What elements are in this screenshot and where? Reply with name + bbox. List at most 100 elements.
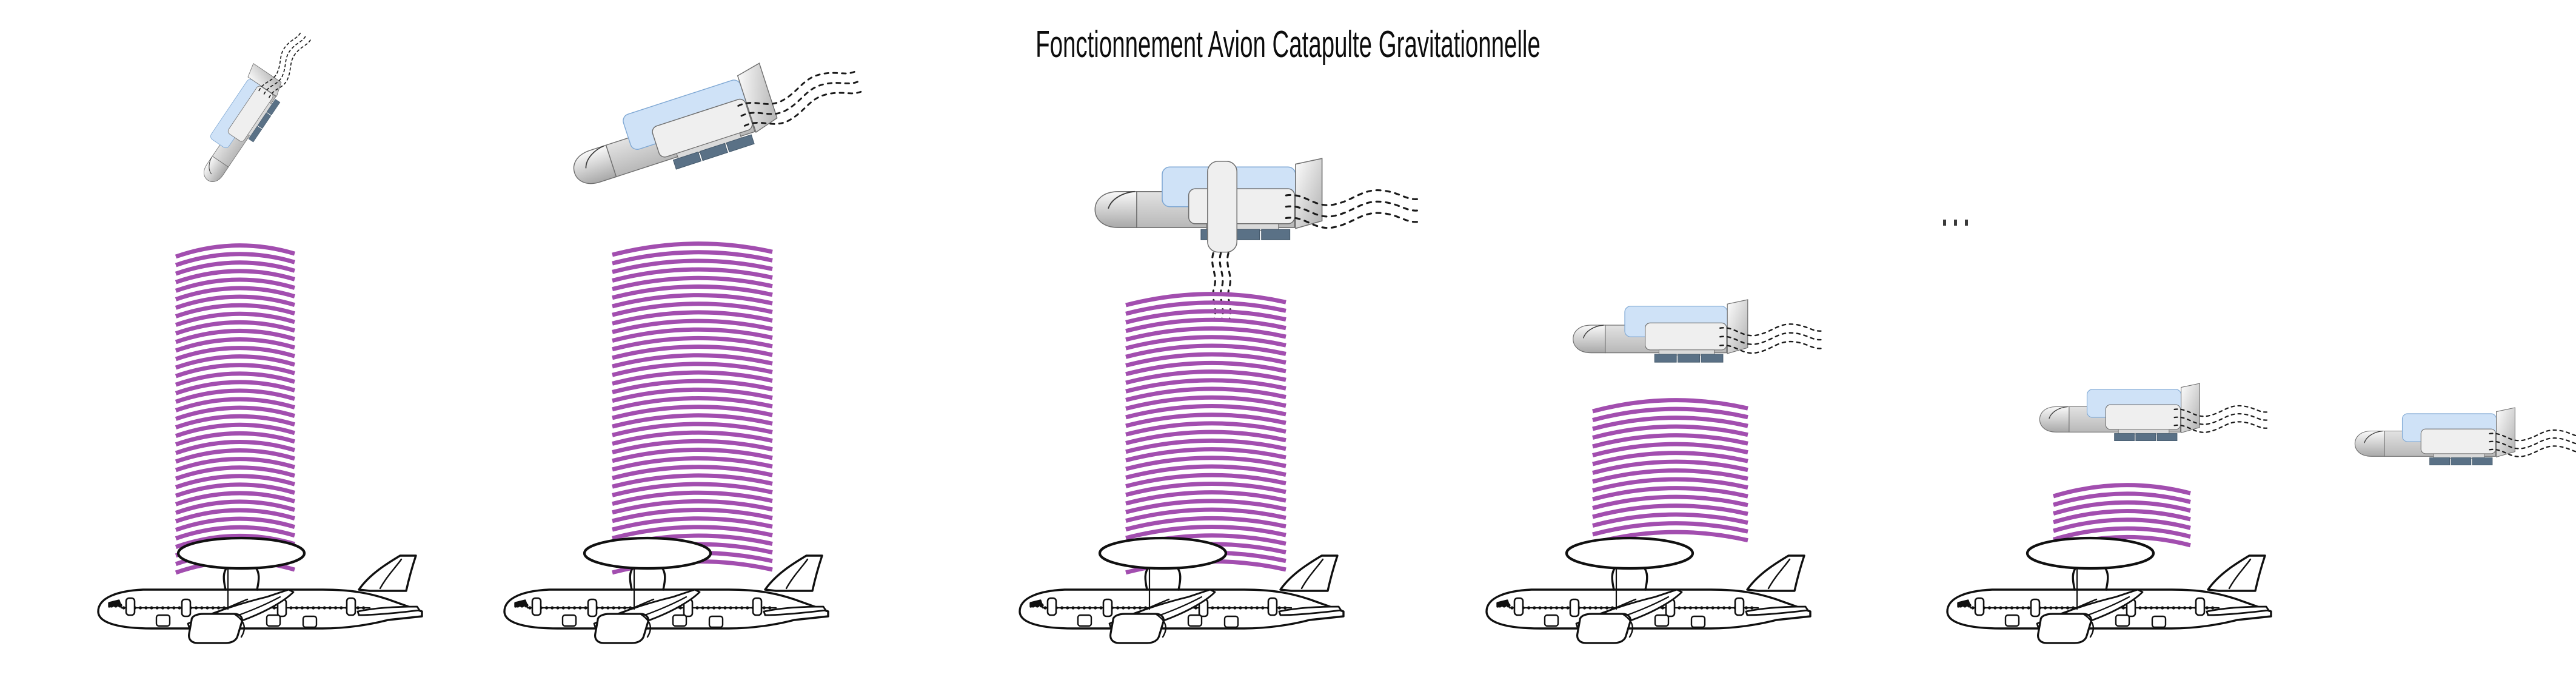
- beam-arc: [612, 473, 773, 489]
- faisceau-gravitationnel-3: [1125, 288, 1287, 575]
- beam-arc: [1125, 386, 1286, 402]
- cabin-window: [2044, 606, 2047, 610]
- beam-arc: [612, 413, 773, 429]
- beam-arc: [612, 275, 773, 292]
- beam-arc: [1592, 416, 1748, 431]
- cabin-window: [167, 606, 170, 610]
- craft-tail-fin: [1727, 299, 1748, 354]
- beam-arc: [612, 345, 773, 360]
- rotodome-strut-left: [1611, 567, 1616, 591]
- cabin-window: [1122, 606, 1125, 610]
- cockpit-dot: [1958, 603, 1963, 608]
- beam-arc: [175, 243, 296, 259]
- aircraft-door: [1513, 597, 1524, 616]
- craft-exhaust-trail: [740, 81, 859, 117]
- beam-arc: [2052, 500, 2191, 516]
- craft-dark-strip: [257, 112, 272, 129]
- beam-arc: [175, 516, 296, 532]
- residual-dash: [1965, 220, 1968, 226]
- beam-arc: [175, 311, 296, 327]
- craft-exhaust-trail: [1719, 332, 1822, 345]
- beam-arc: [1592, 398, 1748, 414]
- craft-dark-strip: [726, 134, 755, 153]
- cabin-window: [606, 606, 610, 610]
- beam-arc: [1125, 481, 1286, 497]
- beam-arc: [1592, 468, 1748, 484]
- beam-arc: [2052, 491, 2191, 507]
- cabin-window: [1744, 606, 1748, 610]
- cabin-window: [1561, 606, 1564, 610]
- cabin-window: [1088, 606, 1092, 610]
- cabin-window: [1077, 606, 1080, 610]
- cockpit-dot: [1502, 603, 1507, 608]
- cabin-window: [2016, 606, 2019, 610]
- vertical-stabilizer: [1279, 554, 1339, 592]
- cabin-window: [712, 606, 716, 610]
- beam-arc: [612, 318, 773, 334]
- craft-white-module: [1188, 188, 1296, 224]
- beam-arc: [1125, 326, 1286, 342]
- cabin-window: [155, 606, 159, 610]
- engine-pylon: [2061, 598, 2098, 615]
- fin-detail-line: [379, 558, 403, 590]
- cargo-hatch: [155, 614, 171, 627]
- cockpit-dot: [1962, 603, 1967, 608]
- beam-arc: [175, 405, 296, 421]
- cockpit-dot: [515, 603, 520, 608]
- cockpit-dot: [520, 603, 524, 608]
- cabin-window: [550, 606, 554, 610]
- fin-detail-line: [2228, 558, 2252, 590]
- nose-seam-arc: [2364, 430, 2383, 443]
- cabin-window: [612, 606, 615, 610]
- beam-arc: [1125, 429, 1286, 445]
- beam-arc: [1125, 456, 1286, 471]
- engine-detail-line: [2082, 613, 2095, 638]
- cabin-window: [334, 606, 338, 610]
- beam-arc: [175, 457, 296, 473]
- aircraft-door: [531, 597, 542, 616]
- beam-arc: [175, 380, 296, 396]
- capsule-catapultee-3: [1091, 140, 1432, 320]
- cabin-window: [1527, 606, 1531, 610]
- craft-exhaust-trail: [2173, 413, 2268, 425]
- craft-dark-strip: [2135, 433, 2156, 441]
- cabin-window: [1233, 606, 1237, 610]
- craft-tail-fin: [2496, 407, 2515, 458]
- cabin-window: [122, 606, 125, 610]
- craft-exhaust-trail: [1719, 340, 1822, 354]
- residual-dash: [1943, 220, 1946, 226]
- cabin-window: [1705, 606, 1709, 610]
- cabin-window: [1716, 606, 1720, 610]
- residual-dash: [1954, 220, 1957, 226]
- cargo-hatch: [266, 614, 281, 627]
- cabin-window: [706, 606, 710, 610]
- cockpit-dot: [1506, 603, 1511, 608]
- beam-arc: [1125, 499, 1286, 514]
- cabin-window: [144, 606, 148, 610]
- faisceau-gravitationnel-2: [611, 238, 774, 575]
- cabin-window: [211, 606, 215, 610]
- engine-detail-line: [639, 613, 652, 638]
- capsule-catapultee-5b: [2352, 394, 2576, 494]
- cockpit-dot: [1497, 603, 1502, 608]
- craft-dark-strip: [2451, 457, 2472, 465]
- cabin-window: [2049, 606, 2053, 610]
- beam-arc: [612, 387, 773, 403]
- beam-arc: [175, 260, 296, 276]
- craft-nose-cone: [204, 155, 229, 182]
- capsule-catapultee-5a: [2037, 370, 2277, 470]
- cabin-window: [2155, 606, 2159, 610]
- beam-arc-stack: [1125, 292, 1286, 575]
- beam-arc: [1592, 442, 1748, 457]
- beam-arc: [175, 422, 296, 438]
- avion-awacs-2: [491, 536, 831, 679]
- cabin-window: [1239, 606, 1242, 610]
- craft-cross-panel: [1207, 161, 1238, 253]
- beam-arc: [175, 252, 296, 268]
- cockpit-dot: [118, 603, 122, 608]
- craft-dark-strip: [672, 151, 702, 170]
- craft-dark-strip: [266, 99, 281, 115]
- aircraft-door: [1267, 597, 1278, 616]
- craft-nose-cone: [2039, 406, 2070, 433]
- rotodome-strut-right: [661, 567, 666, 591]
